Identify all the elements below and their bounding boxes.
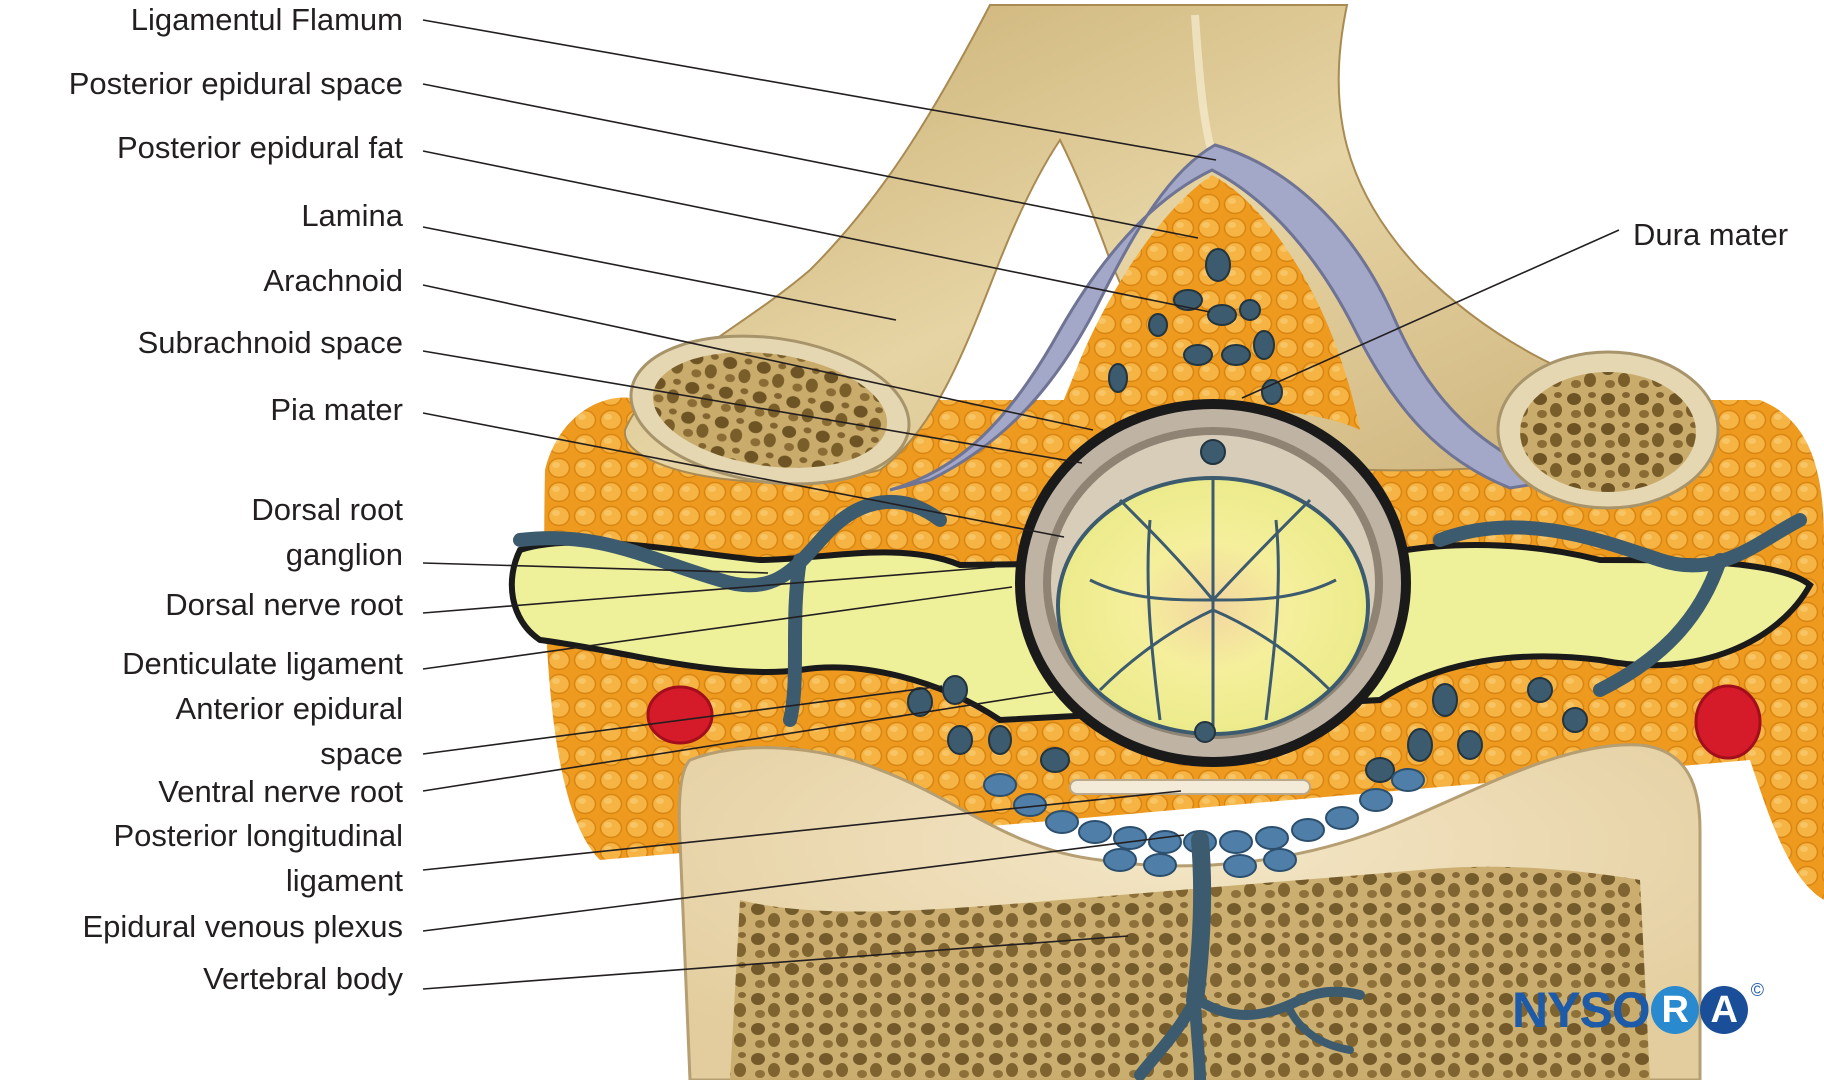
leader-posterior-longitudinal-ligament: [422, 790, 1182, 871]
label-denticulate-ligament: Denticulate ligament: [122, 646, 403, 681]
leader-ligamentum-flavum: [422, 19, 1217, 161]
leader-posterior-epidural-fat: [422, 150, 1211, 313]
leader-epidural-venous-plexus: [422, 834, 1185, 932]
logo-a-circle: A: [1699, 986, 1748, 1034]
basivertebral-vein: [1134, 831, 1365, 1080]
label-ligamentum-flavum: Ligamentul Flamum: [130, 2, 403, 37]
leader-arachnoid: [422, 284, 1094, 431]
leader-dorsal-nerve-root: [422, 566, 996, 614]
leader-anterior-epidural-space: [422, 685, 943, 755]
posterior-epidural-fat: [1050, 175, 1360, 440]
label-dura-mater: Dura mater: [1633, 217, 1789, 252]
posterior-longitudinal-ligament: [1069, 779, 1311, 795]
leader-denticulate-ligament: [422, 586, 1013, 670]
radicular-artery-right: [1694, 684, 1762, 760]
leader-subarachnoid-space: [422, 350, 1083, 464]
bone-section-right: [1496, 350, 1720, 510]
label-arachnoid: Arachnoid: [263, 263, 403, 298]
label-subarachnoid-space: Subrachnoid space: [137, 325, 403, 360]
leader-ventral-nerve-root: [422, 691, 1054, 792]
label-vertebral-body: Vertebral body: [203, 961, 403, 996]
radicular-artery-left: [646, 685, 714, 745]
leader-lines: [422, 19, 1620, 990]
label-dorsal-nerve-root: Dorsal nerve root: [165, 587, 403, 622]
copyright-icon: ©: [1750, 980, 1764, 1000]
label-lamina: Lamina: [301, 198, 403, 233]
label-pia-mater: Pia mater: [270, 392, 403, 427]
anterior-epidural-space: [646, 675, 1762, 783]
leader-dura-mater: [1241, 229, 1620, 399]
ligamentum-flavum: [889, 143, 1566, 492]
leader-posterior-epidural-space: [422, 83, 1199, 239]
spinal-cord: [1056, 439, 1370, 743]
label-posterior-epidural-fat: Posterior epidural fat: [116, 130, 403, 165]
logo-r-circle: R: [1650, 986, 1699, 1034]
leader-lamina: [422, 226, 897, 321]
label-epidural-venous-plexus: Epidural venous plexus: [82, 909, 403, 944]
label-ventral-nerve-root: Ventral nerve root: [158, 774, 403, 809]
leader-dorsal-root-ganglion: [422, 562, 769, 574]
leader-vertebral-body: [422, 935, 1129, 990]
label-posterior-epidural-space: Posterior epidural space: [68, 66, 403, 101]
logo-text: NYSO: [1512, 982, 1651, 1038]
nysora-logo: NYSO R A ©: [1512, 980, 1764, 1038]
leader-pia-mater: [422, 412, 1065, 538]
